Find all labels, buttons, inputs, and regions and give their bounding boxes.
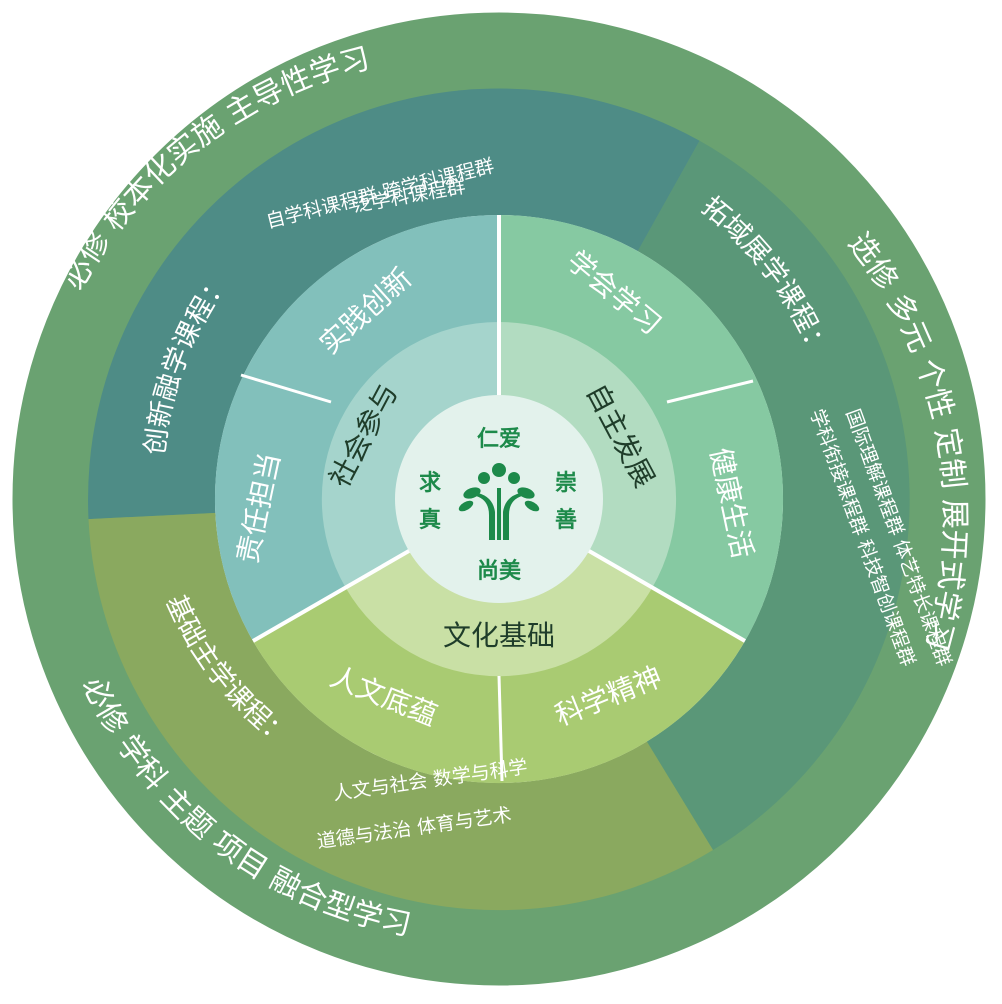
value-right-1: 崇: [555, 471, 577, 496]
value-bottom: 尚美: [477, 558, 522, 584]
value-right: 崇 善: [555, 471, 577, 533]
value-left: 求 真: [419, 471, 441, 533]
domain-wenhua: 文化基础: [443, 619, 555, 652]
tree-logo-icon: [458, 463, 540, 540]
value-top: 仁爱: [477, 426, 521, 452]
value-left-1: 求: [419, 471, 441, 496]
value-left-2: 真: [419, 507, 441, 533]
value-right-2: 善: [555, 507, 577, 533]
sub-separators: [240, 373, 754, 782]
